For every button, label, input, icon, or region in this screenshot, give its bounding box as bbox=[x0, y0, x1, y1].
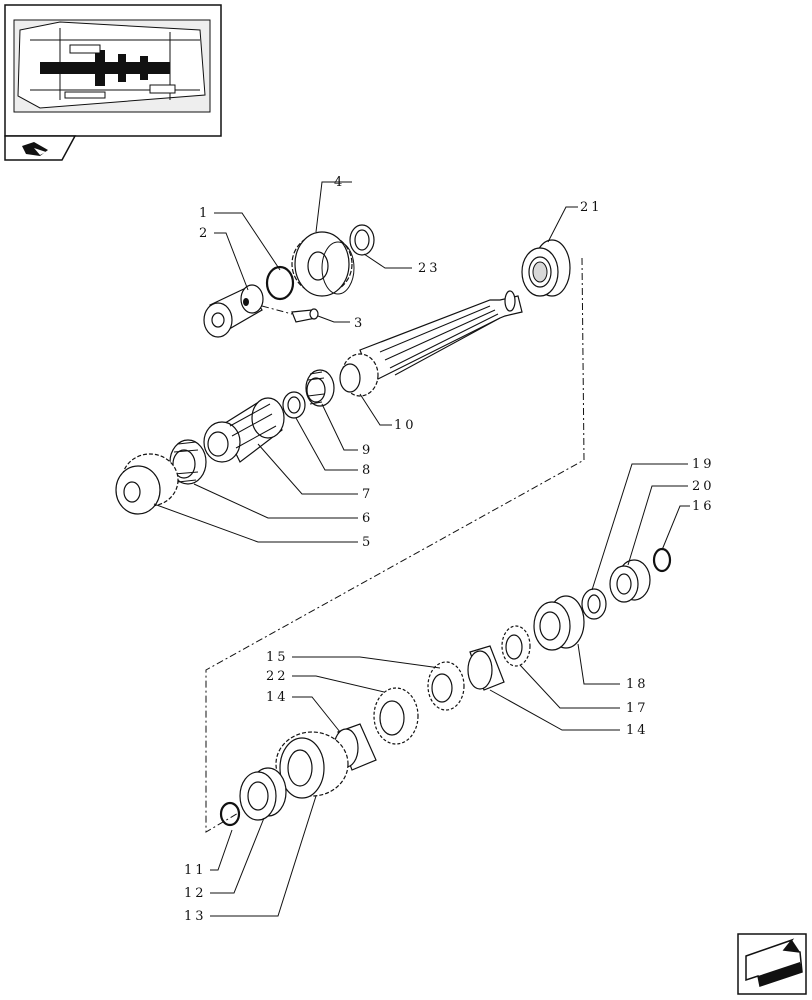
book-arrow-icon[interactable] bbox=[4, 135, 77, 161]
assembly-thumbnail[interactable] bbox=[4, 4, 222, 137]
callout-1: 1 bbox=[199, 206, 210, 221]
part-17-gear bbox=[501, 625, 531, 667]
part-5-double-gear bbox=[115, 453, 179, 515]
part-16-snap-ring bbox=[652, 547, 672, 573]
part-9-needle-bearing bbox=[305, 369, 335, 407]
callout-8: 8 bbox=[362, 463, 373, 478]
callout-14-lower: 14 bbox=[626, 723, 649, 738]
callout-21: 21 bbox=[580, 200, 603, 215]
part-8-washer bbox=[282, 391, 306, 419]
callout-7: 7 bbox=[362, 487, 373, 502]
part-7-hub bbox=[203, 397, 285, 463]
callout-2: 2 bbox=[199, 226, 210, 241]
assembly-axis-line bbox=[205, 257, 585, 833]
callout-22: 22 bbox=[266, 669, 289, 684]
callout-9: 9 bbox=[362, 443, 373, 458]
part-22-gear bbox=[373, 687, 419, 745]
part-19-ring bbox=[581, 588, 607, 620]
callout-15: 15 bbox=[266, 650, 289, 665]
callout-20: 20 bbox=[692, 479, 715, 494]
callout-13: 13 bbox=[184, 909, 207, 924]
part-21-bearing bbox=[521, 239, 571, 297]
callout-10: 10 bbox=[394, 418, 417, 433]
part-14b-spacer bbox=[467, 645, 505, 691]
callout-11: 11 bbox=[184, 863, 207, 878]
part-15-gear bbox=[427, 661, 465, 711]
main-shaft bbox=[359, 290, 523, 383]
callout-5: 5 bbox=[362, 535, 373, 550]
next-page-arrow-icon[interactable] bbox=[737, 933, 807, 995]
leader-lines bbox=[153, 181, 690, 917]
callout-6: 6 bbox=[362, 511, 373, 526]
callout-17: 17 bbox=[626, 701, 649, 716]
part-1-oring bbox=[265, 265, 295, 301]
callout-16: 16 bbox=[692, 499, 715, 514]
part-23-ring bbox=[349, 224, 375, 256]
callout-labels: 1 2 3 4 5 6 7 8 9 10 11 12 13 14 14 15 1… bbox=[184, 175, 715, 924]
part-18-bearing bbox=[533, 595, 585, 651]
part-13-gear bbox=[275, 731, 349, 799]
callout-3: 3 bbox=[354, 316, 365, 331]
part-3-pin bbox=[261, 305, 319, 323]
part-11-snap-ring bbox=[219, 801, 241, 827]
callout-18: 18 bbox=[626, 677, 649, 692]
callout-23: 23 bbox=[418, 261, 441, 276]
callout-19: 19 bbox=[692, 457, 715, 472]
callout-14-upper: 14 bbox=[266, 690, 289, 705]
part-20-bearing bbox=[609, 559, 651, 603]
part-6-needle-bearing bbox=[169, 439, 207, 485]
part-2-sleeve bbox=[203, 284, 264, 338]
part-12-bearing bbox=[239, 767, 287, 821]
part-4-gear bbox=[291, 231, 355, 297]
part-10-gear bbox=[339, 353, 379, 397]
callout-12: 12 bbox=[184, 886, 207, 901]
callout-4: 4 bbox=[334, 175, 345, 190]
